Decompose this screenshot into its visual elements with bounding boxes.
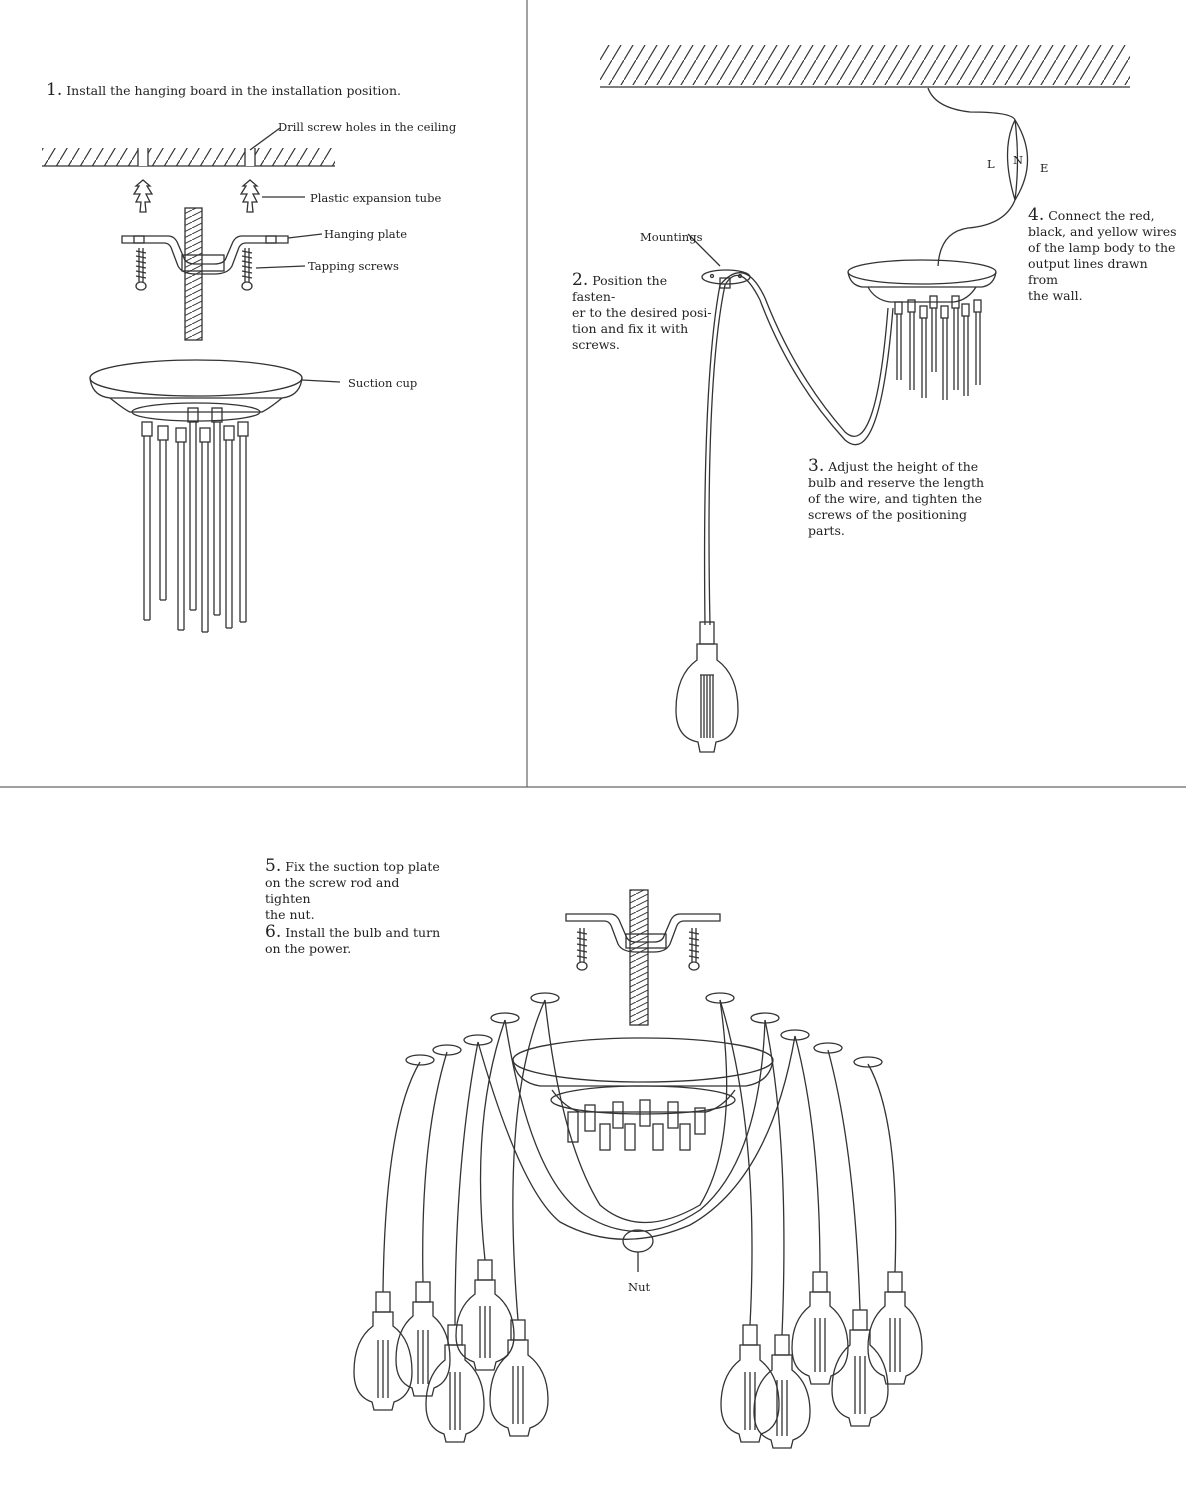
nut-shape xyxy=(622,1229,654,1253)
screw-3-left xyxy=(576,928,588,971)
step6-block: 6.Install the bulb and turn on the power… xyxy=(265,924,445,957)
wire-label-N: N xyxy=(1013,153,1024,167)
step2-text: Position the fasten- er to the desired p… xyxy=(572,273,712,352)
hanging-leader xyxy=(287,233,323,239)
mounting-plate xyxy=(701,269,751,289)
bulbs-panel3 xyxy=(353,1259,923,1449)
long-cord xyxy=(708,274,894,626)
panel2-drawing xyxy=(600,45,1130,753)
step1-number: 1. xyxy=(46,80,63,100)
bulb-panel2 xyxy=(675,621,739,753)
step5-text: Fix the suction top plate on the screw r… xyxy=(265,859,440,922)
expansion-tube-right xyxy=(239,179,261,213)
lamp-wire xyxy=(937,199,1016,267)
wire-label-E: E xyxy=(1040,161,1049,175)
suction-cup xyxy=(89,359,341,422)
drill-leader xyxy=(249,127,281,151)
ceiling-mounts-3 xyxy=(405,992,883,1068)
ceiling-hatch-2 xyxy=(600,45,1130,88)
bulb-9 xyxy=(831,1309,889,1427)
panel3-drawing xyxy=(353,889,923,1449)
wire-split xyxy=(1006,119,1029,201)
panel1-drawing xyxy=(42,127,341,633)
threaded-rod xyxy=(184,207,203,341)
bulb-5 xyxy=(489,1319,549,1437)
label-tapping-screws: Tapping screws xyxy=(308,259,399,273)
bulb-2 xyxy=(395,1281,451,1397)
step2-number: 2. xyxy=(572,270,589,290)
step6-text: Install the bulb and turn on the power. xyxy=(265,925,441,956)
label-suction-cup: Suction cup xyxy=(348,376,418,390)
bulb-6 xyxy=(720,1324,780,1443)
step1-heading: 1.Install the hanging board in the insta… xyxy=(46,82,401,99)
wall-wire xyxy=(927,87,1016,121)
pendant-rods-panel2 xyxy=(894,295,982,400)
step4-number: 4. xyxy=(1028,205,1045,225)
label-hanging-plate: Hanging plate xyxy=(324,227,408,241)
ceiling-hatch xyxy=(42,148,335,167)
pendant-rods xyxy=(141,407,249,633)
step5-number: 5. xyxy=(265,856,282,876)
tapping-screw-right xyxy=(241,248,253,291)
bulb-1 xyxy=(353,1291,413,1411)
tapping-screw-left xyxy=(135,248,147,291)
bulb-10 xyxy=(867,1271,923,1385)
screws-leader xyxy=(255,265,306,269)
wire-label-L: L xyxy=(987,157,995,171)
bulb-3 xyxy=(425,1324,485,1443)
step3-block: 3.Adjust the height of the bulb and rese… xyxy=(808,458,988,539)
panel-dividers xyxy=(0,0,1186,788)
step1-text: Install the hanging board in the install… xyxy=(66,83,401,98)
label-drill: Drill screw holes in the ceiling xyxy=(278,120,457,134)
step3-text: Adjust the height of the bulb and reserv… xyxy=(808,459,985,538)
mountings-leader xyxy=(687,233,721,267)
label-nut: Nut xyxy=(628,1280,651,1294)
expansion-tube-left xyxy=(132,179,154,213)
cords-panel3 xyxy=(382,999,897,1336)
canopy-panel2 xyxy=(847,259,997,303)
sockets-panel3 xyxy=(567,1099,706,1151)
bulb-8 xyxy=(791,1271,849,1385)
label-mountings: Mountings xyxy=(640,230,703,244)
step4-text: Connect the red, black, and yellow wires… xyxy=(1028,208,1177,303)
step4-block: 4.Connect the red, black, and yellow wir… xyxy=(1028,207,1178,304)
bulb-7 xyxy=(753,1334,811,1449)
bulb-4 xyxy=(455,1259,515,1371)
step6-number: 6. xyxy=(265,922,282,942)
screw-3-right xyxy=(688,928,700,971)
step3-number: 3. xyxy=(808,456,825,476)
threaded-rod-3 xyxy=(629,889,649,1026)
step2-block: 2.Position the fasten- er to the desired… xyxy=(572,272,712,353)
step5-block: 5.Fix the suction top plate on the screw… xyxy=(265,858,445,923)
label-expansion: Plastic expansion tube xyxy=(310,191,442,205)
